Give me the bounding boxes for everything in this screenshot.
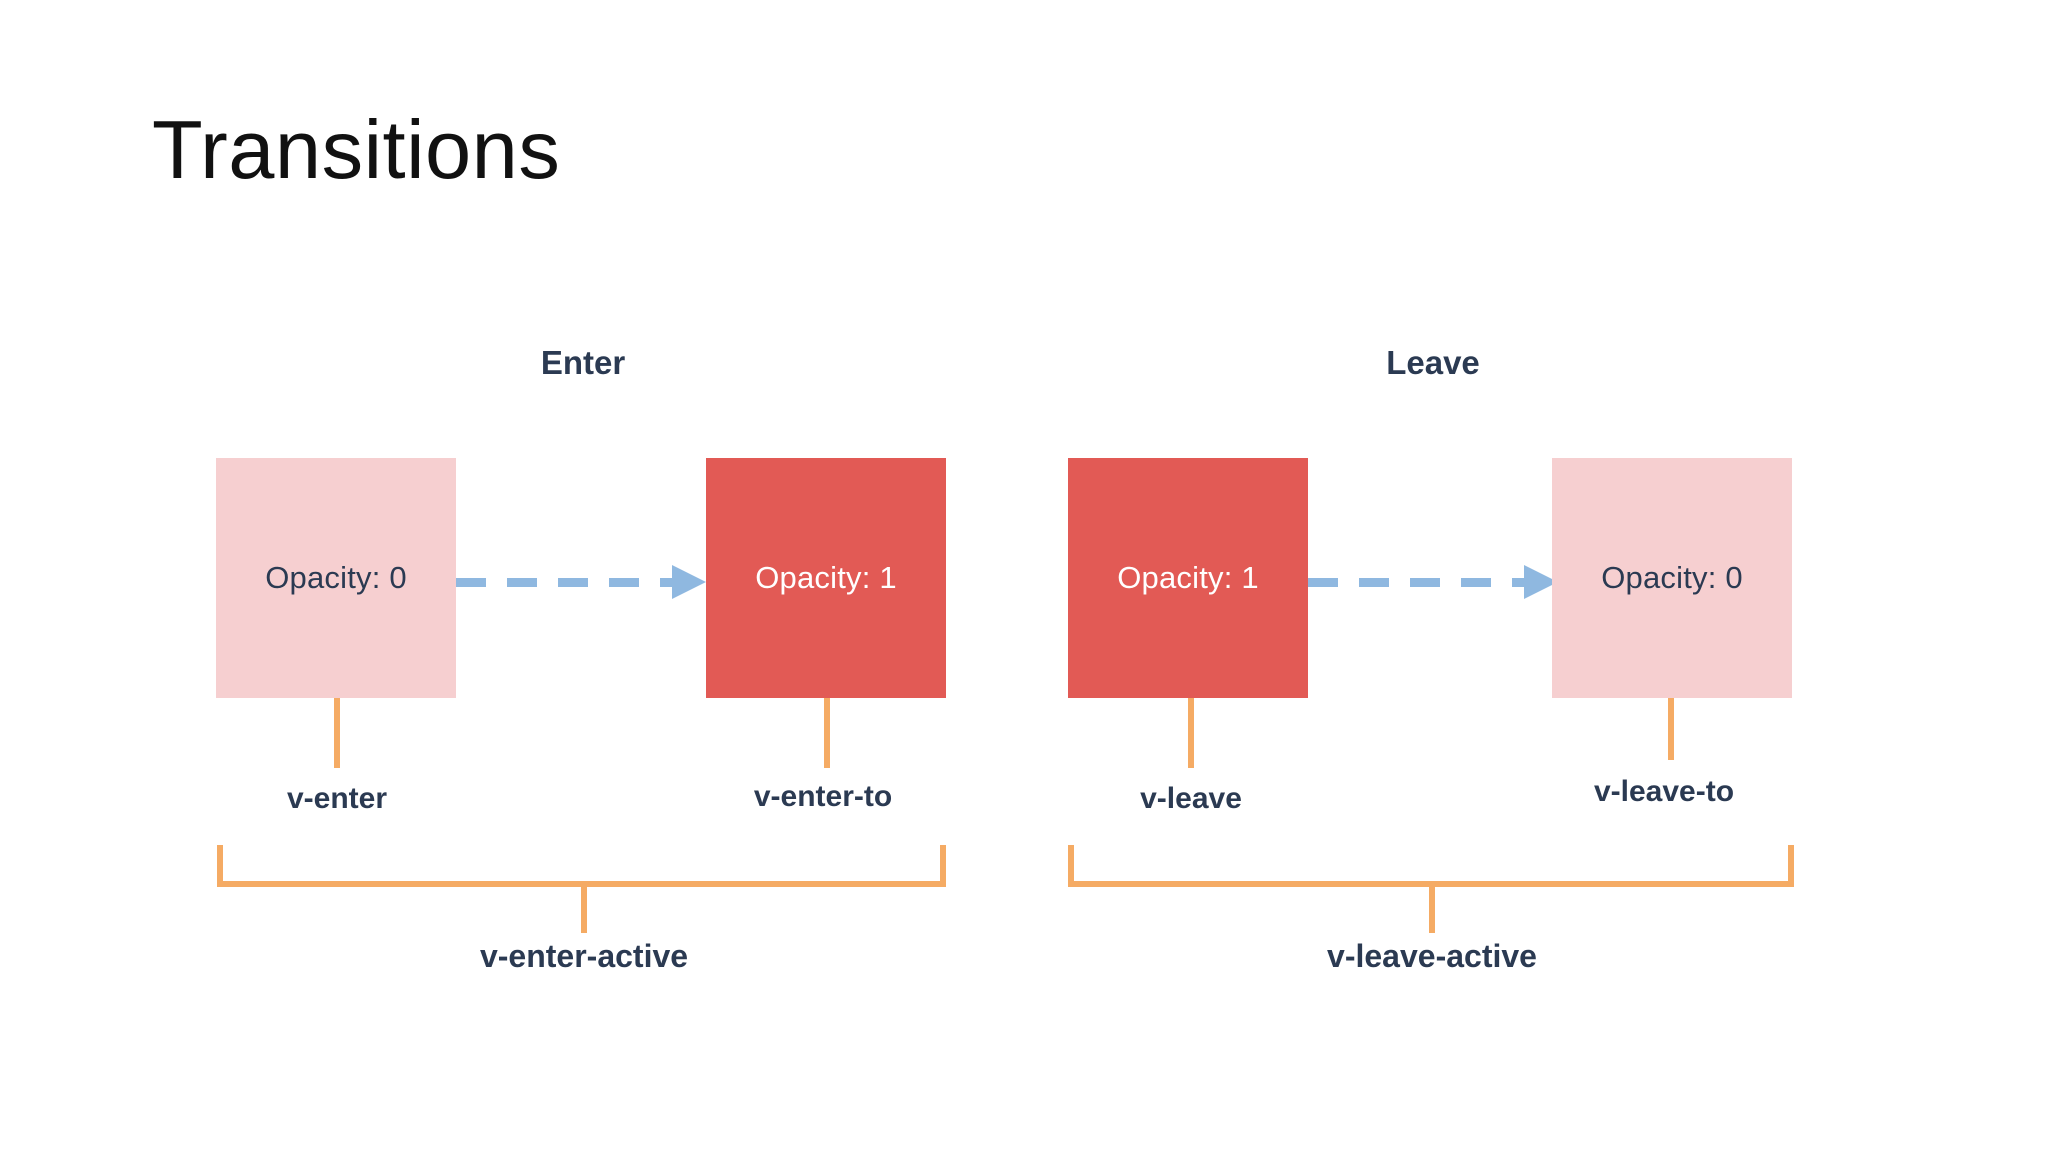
bracket-bar xyxy=(217,881,946,887)
page-title: Transitions xyxy=(152,103,561,196)
group-heading-enter: Enter xyxy=(540,344,626,381)
tick-stem-v-enter xyxy=(334,698,340,768)
bracket-label-v-leave-active: v-leave-active xyxy=(1327,938,1537,974)
state-box-enter-to: Opacity: 1 xyxy=(706,458,946,698)
tick-label-v-enter: v-enter xyxy=(286,782,388,815)
state-box-label: Opacity: 0 xyxy=(265,560,407,595)
bracket-leg-right xyxy=(1788,845,1794,887)
group-heading-leave: Leave xyxy=(1386,344,1480,381)
state-box-label: Opacity: 0 xyxy=(1601,560,1743,595)
bracket-bar xyxy=(1068,881,1794,887)
tick-label-v-enter-to: v-enter-to xyxy=(753,780,893,813)
arrow-dashed-line xyxy=(1308,577,1526,587)
tick-stem-v-leave xyxy=(1188,698,1194,768)
bracket-label-v-enter-active: v-enter-active xyxy=(479,938,689,974)
transition-arrow-enter xyxy=(456,565,706,599)
state-box-leave-to: Opacity: 0 xyxy=(1552,458,1792,698)
tick-label-v-leave-to: v-leave-to xyxy=(1593,775,1735,808)
state-box-leave-from: Opacity: 1 xyxy=(1068,458,1308,698)
bracket-v-leave-active xyxy=(1068,845,1794,887)
bracket-stem-v-leave-active xyxy=(1429,887,1435,933)
bracket-stem-v-enter-active xyxy=(581,887,587,933)
arrow-dashed-line xyxy=(456,577,674,587)
bracket-leg-right xyxy=(940,845,946,887)
state-box-label: Opacity: 1 xyxy=(755,560,897,595)
bracket-v-enter-active xyxy=(217,845,946,887)
tick-stem-v-leave-to xyxy=(1668,698,1674,760)
arrow-head-icon xyxy=(672,565,706,599)
state-box-enter-from: Opacity: 0 xyxy=(216,458,456,698)
bracket-leg-left xyxy=(1068,845,1074,887)
state-box-label: Opacity: 1 xyxy=(1117,560,1259,595)
transition-arrow-leave xyxy=(1308,565,1558,599)
bracket-leg-left xyxy=(217,845,223,887)
tick-label-v-leave: v-leave xyxy=(1140,782,1242,815)
tick-stem-v-enter-to xyxy=(824,698,830,768)
